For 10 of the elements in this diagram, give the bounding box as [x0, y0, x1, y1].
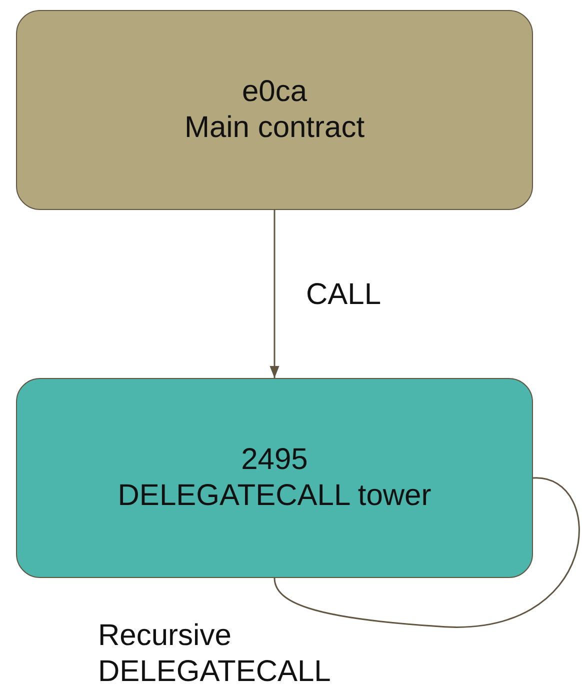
- node-text: DELEGATECALL tower: [118, 478, 432, 514]
- process-box: [16, 378, 533, 578]
- edge-label: Recursive DELEGATECALL: [98, 618, 332, 690]
- process-box: [16, 10, 533, 210]
- node-text: Main contract: [184, 110, 365, 146]
- node-text: e0ca: [242, 74, 308, 110]
- arrow: [270, 210, 280, 378]
- node-text: 2495: [241, 442, 308, 478]
- loop-connector: [274, 477, 580, 628]
- edge-label: CALL: [306, 277, 382, 313]
